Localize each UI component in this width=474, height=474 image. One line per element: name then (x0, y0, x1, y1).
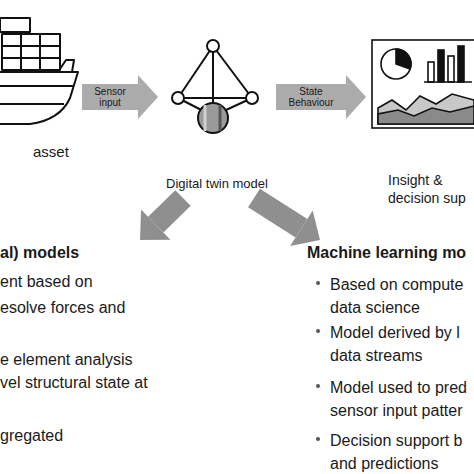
asset-node: asset (0, 12, 82, 164)
physics-model-block: al) models ent based on esolve forces and e… (0, 240, 160, 454)
ship-hull (0, 72, 78, 124)
node-label: asset (33, 142, 69, 162)
bullet-dot (316, 384, 320, 388)
arrow-shaft (276, 84, 346, 110)
node-label: Digital twin model (158, 176, 276, 193)
flow-arrow (276, 75, 366, 119)
network-icon (172, 40, 258, 133)
ship-bridge (0, 18, 30, 32)
hub-stripe (219, 105, 222, 131)
network-hub (198, 103, 228, 133)
dashboard-icon (372, 40, 474, 128)
pie-slice (396, 49, 411, 69)
hull-line (0, 103, 64, 105)
container-line (2, 57, 60, 59)
bullet-dot (316, 437, 320, 441)
network-vertex (246, 92, 258, 104)
network-link (178, 97, 252, 99)
node-label: Insight & decision sup (388, 171, 474, 207)
arrow-head (138, 75, 158, 119)
arrow-shaft (156, 198, 183, 225)
arrow-shaft (254, 198, 301, 228)
branch-arrow (140, 198, 183, 240)
bar (458, 46, 464, 82)
network-vertex (172, 92, 184, 104)
digital-twin-node: Digital twin model (158, 34, 276, 196)
area-chart (378, 94, 474, 124)
ship-containers (2, 34, 60, 70)
arrow-head (290, 210, 320, 245)
flow-arrow (82, 75, 158, 119)
node-label: gregated (0, 426, 63, 447)
node-label: Based on compute data science (330, 273, 474, 319)
arrow-shaft (82, 84, 138, 110)
arrow-label: State Behaviour (286, 86, 336, 108)
arrow-label: Sensor input (85, 86, 135, 108)
node-label: ent based on (0, 272, 93, 293)
block-heading: al) models (0, 243, 79, 264)
network-vertex (207, 40, 219, 52)
bar (428, 62, 434, 82)
block-heading: Machine learning mo (307, 243, 466, 264)
ml-model-block: Machine learning mo Based on compute data… (305, 240, 474, 474)
node-label: Model derived by l data streams (330, 321, 474, 367)
bullet-dots (316, 281, 320, 441)
container-line (20, 34, 22, 70)
bar (438, 50, 444, 82)
node-label: e element analysis (0, 350, 133, 371)
node-label: Decision support b and predictions (330, 429, 474, 474)
arrow-head (346, 75, 366, 119)
node-label: Model used to pred sensor input patter (330, 376, 474, 422)
bullet-dot (316, 281, 320, 285)
container-line (2, 45, 60, 47)
ship-icon (0, 18, 78, 124)
dashboard-frame (372, 40, 474, 128)
hub-stripe (204, 105, 207, 131)
node-label: esolve forces and (0, 298, 125, 319)
arrow-head (140, 210, 170, 240)
hull-line (0, 85, 73, 87)
area-chart (378, 106, 474, 124)
bar-axis (424, 81, 472, 83)
insight-node: Insight & decision sup (366, 28, 474, 212)
ship-bow (58, 60, 74, 72)
network-link (213, 46, 252, 98)
bar (448, 56, 454, 82)
bullet-dot (316, 329, 320, 333)
branch-arrow (254, 198, 320, 246)
node-label: vel structural state at (0, 373, 148, 394)
container-line (39, 34, 41, 70)
network-link (178, 46, 213, 98)
pie-chart (381, 49, 411, 79)
